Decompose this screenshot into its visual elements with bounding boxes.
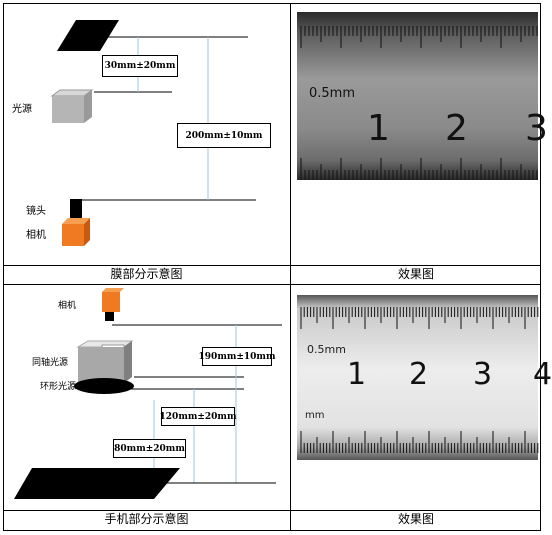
film-ruler-number-1: 1 (367, 108, 390, 149)
lens-label: 镜头 (26, 206, 46, 217)
figure-table (3, 3, 541, 531)
caption-film-result: 效果图 (397, 267, 434, 281)
camera-body (62, 224, 84, 246)
phone-ruler-ticks (300, 307, 539, 453)
distance-190mm-box: 190mm±10mm (199, 347, 275, 366)
row-divider-1 (3, 265, 541, 266)
film-result-photo: 0.5mm 1 2 3 (297, 12, 548, 180)
phone-ruler-number-2: 2 (409, 357, 429, 392)
phone-setup-diagram: 190mm±10mm 120mm±20mm 80mm±20mm 相机 同轴光源 … (4, 285, 290, 510)
phone-ruler-bottom-unit: mm (305, 410, 325, 421)
light-source-label: 光源 (12, 104, 32, 115)
phone-setup-svg (14, 288, 282, 499)
film-setup-diagram: 30mm±20mm 200mm±10mm 光源 镜头 相机 (4, 4, 290, 265)
film-sample (57, 20, 119, 51)
phone-ruler-number-1: 1 (347, 357, 367, 392)
ring-light-label: 环形光源 (40, 382, 77, 392)
row-divider-3 (3, 510, 541, 511)
phone-result-photo: 0.5mm 1 2 3 4 mm (297, 295, 552, 460)
phone-ruler-number-3: 3 (473, 357, 493, 392)
film-ruler-number-2: 2 (445, 108, 468, 149)
lens-shape (70, 199, 82, 219)
distance-80mm-box: 80mm±20mm (113, 439, 186, 458)
coaxial-light-label: 同轴光源 (32, 358, 69, 368)
film-ruler-number-3: 3 (525, 108, 548, 149)
phone-ruler-number-4: 4 (533, 357, 552, 392)
distance-120mm-box: 120mm±20mm (160, 407, 236, 426)
distance-200mm-box: 200mm±10mm (177, 123, 271, 148)
column-divider (290, 3, 291, 531)
phone-sample (14, 468, 180, 499)
caption-phone-diagram: 手机部分示意图 (104, 512, 189, 526)
distance-30mm-box: 30mm±20mm (102, 55, 178, 77)
film-ruler-ticks (300, 26, 538, 180)
phone-ruler-unit: 0.5mm (307, 343, 346, 356)
film-ruler-unit: 0.5mm (309, 86, 356, 101)
phone-camera-label: 相机 (58, 301, 77, 311)
row-divider-2 (3, 284, 541, 285)
caption-film-diagram: 膜部分示意图 (110, 267, 183, 281)
caption-phone-result: 效果图 (397, 512, 434, 526)
film-setup-svg (50, 20, 256, 246)
camera-label: 相机 (26, 230, 46, 241)
